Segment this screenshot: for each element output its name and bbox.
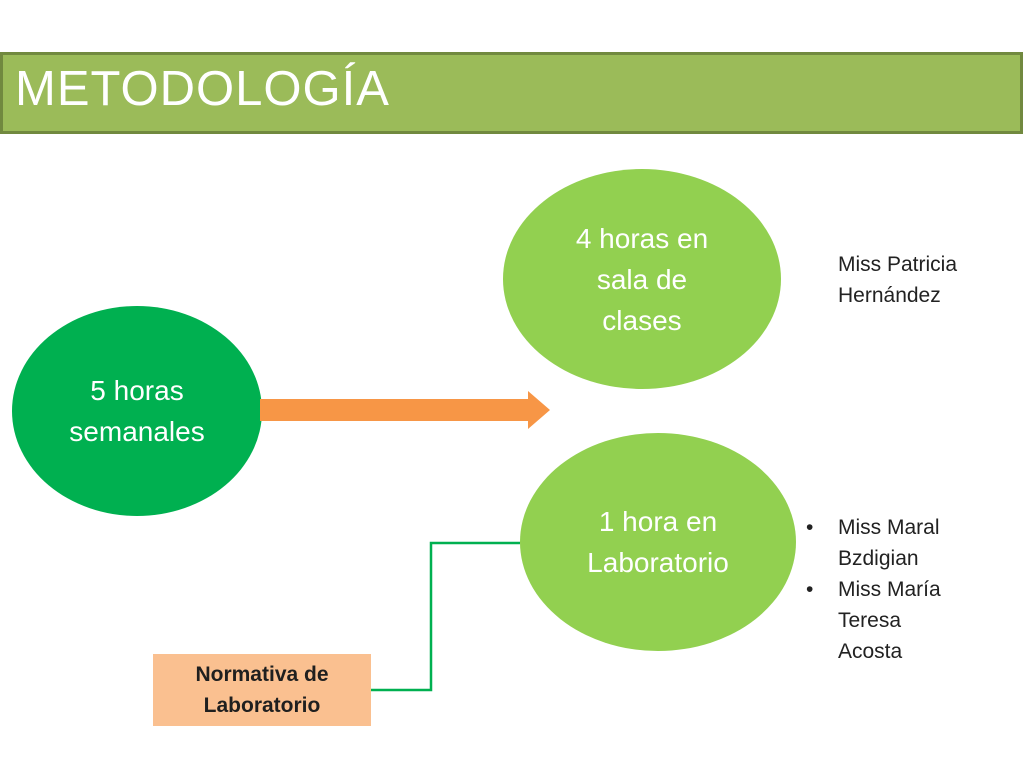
lab-rules-box: Normativa de Laboratorio [153, 654, 371, 726]
arrow-right-icon [260, 391, 550, 429]
title-bar: METODOLOGÍA [0, 52, 1023, 134]
weekly-hours-label: 5 horas semanales [69, 375, 205, 447]
lab-teacher-item: • Miss Maral Bzdigian [806, 512, 1006, 574]
lab-rules-connector [371, 541, 520, 692]
page-title: METODOLOGÍA [15, 62, 390, 116]
bullet-icon: • [806, 578, 814, 601]
lab-teacher-item: • Miss María Teresa Acosta [806, 574, 1006, 667]
classroom-hours-node: 4 horas en sala de clases [503, 169, 781, 389]
lab-teacher-name: Miss María Teresa Acosta [838, 578, 941, 663]
lab-teacher-name: Miss Maral Bzdigian [838, 516, 940, 570]
lab-rules-label: Normativa de Laboratorio [195, 663, 329, 717]
classroom-teacher: Miss Patricia Hernández [838, 253, 958, 307]
lab-hours-label: 1 hora en Laboratorio [587, 506, 729, 578]
lab-teacher-list: • Miss Maral Bzdigian • Miss María Teresa … [806, 512, 1006, 667]
classroom-hours-label: 4 horas en sala de clases [575, 222, 709, 336]
lab-hours-node: 1 hora en Laboratorio [520, 433, 796, 651]
bullet-icon: • [806, 516, 814, 539]
weekly-hours-node: 5 horas semanales [12, 306, 262, 516]
